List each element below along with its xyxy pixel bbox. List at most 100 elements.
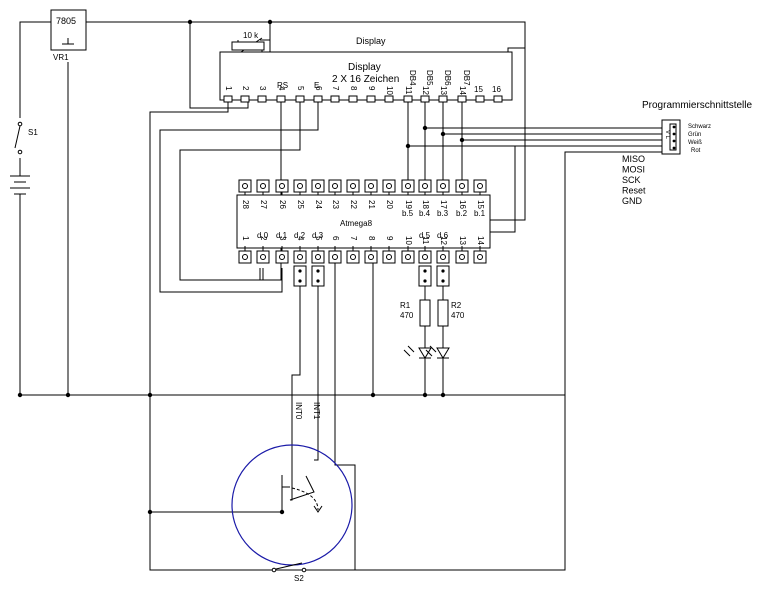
display-title: Display (356, 36, 386, 46)
mcu-top-pin-number: 16 (458, 200, 467, 209)
display-subtitle: 2 X 16 Zeichen (332, 74, 399, 85)
mcu-top-screw (315, 183, 321, 189)
mcu-top-terminals (238, 179, 487, 197)
connector-pin (672, 132, 676, 136)
mcu-bottom-pin-number: 2 (259, 236, 268, 241)
programmer-interface: Programmierschnittstelle V L SchwarzGrün… (622, 100, 752, 206)
mcu-bottom-screw (297, 254, 303, 260)
mcu-bottom-pin-number: 5 (314, 236, 323, 241)
display-pin-pad (438, 95, 448, 103)
voltage-regulator: 7805 VR1 (50, 9, 87, 62)
mcu-port-label: d.2 (294, 231, 306, 240)
programmer-signal: MISO (622, 154, 645, 164)
rotation-arrow-icon (313, 505, 323, 513)
wire-color-label: Schwarz (688, 124, 711, 130)
mcu-bottom-pin-number: 8 (367, 236, 376, 241)
mcu-top-screw (440, 183, 446, 189)
mcu-bottom-screw (279, 254, 285, 260)
display-pin-pad (420, 95, 430, 103)
mcu-port-label: b.1 (474, 209, 486, 218)
r1-ref: R1 (400, 301, 411, 310)
r2-value: 470 (451, 311, 465, 320)
regulator-ref: VR1 (53, 53, 69, 62)
display-pin-pad (348, 95, 358, 103)
mcu-top-pin-number: 26 (278, 200, 287, 209)
mcu-bottom-screw (260, 254, 266, 260)
mcu-top-pin-number: 27 (259, 200, 268, 209)
display-pin-pad (457, 95, 467, 103)
display-pin-pad (276, 95, 286, 103)
display-pin-pad (240, 95, 250, 103)
display-signal-label: RS (277, 81, 288, 90)
mcu-port-label: d.3 (312, 231, 324, 240)
mcu-bottom-pin-number: 1 (241, 236, 250, 241)
mcu-port-label: d.6 (437, 231, 449, 240)
display-pin-pad (313, 95, 323, 103)
mcu-top-screw (260, 183, 266, 189)
display-pin-number: 16 (492, 85, 501, 94)
programmer-signal: SCK (622, 175, 641, 185)
mcu-top-pin-number: 24 (314, 200, 323, 209)
display-pin-number: 12 (421, 86, 430, 95)
display-pin-number: 4 (277, 86, 286, 91)
mcu-top-screw (386, 183, 392, 189)
display-pin-number: 9 (367, 86, 376, 91)
mcu-bottom-screw (459, 254, 465, 260)
mcu-port-label: d.5 (419, 231, 431, 240)
resistor-r1: R1 470 (400, 299, 431, 327)
mcu-bottom-pin-number: 6 (331, 236, 340, 241)
display-signal-label: E (314, 81, 319, 90)
display-pin-number: 2 (241, 86, 250, 91)
mcu-bottom-screw (350, 254, 356, 260)
display-inner-title: Display (348, 62, 381, 73)
regulator-part: 7805 (56, 16, 76, 26)
programmer-signal: GND (622, 196, 643, 206)
display-pin-number: 14 (458, 86, 467, 95)
mcu-top-screw (242, 183, 248, 189)
mcu-bottom-pin-number: 9 (385, 236, 394, 241)
display-pin-pad (493, 95, 503, 103)
display-pin-number: 8 (349, 86, 358, 91)
display-signal-label: DB4 (408, 70, 417, 86)
mcu-bottom-terminals (238, 246, 487, 264)
display-pin-number: 11 (404, 86, 413, 95)
mcu-top-screw (459, 183, 465, 189)
display-pin-pad (475, 95, 485, 103)
mcu-bottom-pin-number: 14 (476, 236, 485, 245)
mcu-top-screw (297, 183, 303, 189)
mcu-bottom-screw (386, 254, 392, 260)
mcu-bottom-pin-number: 10 (404, 236, 413, 245)
mcu-bottom-pin-number: 12 (439, 236, 448, 245)
int1-label: INT1 (312, 402, 321, 420)
wire-color-label: Grün (688, 132, 701, 138)
display-pin-pad (223, 95, 233, 103)
connector-pin (672, 146, 676, 150)
display-pin-pad (257, 95, 267, 103)
display-pin-number: 3 (258, 86, 267, 91)
connector-pin (672, 125, 676, 129)
mcu-bottom-screw (422, 254, 428, 260)
mcu-top-screw (477, 183, 483, 189)
r2-ref: R2 (451, 301, 462, 310)
mcu-port-label: b.2 (456, 209, 468, 218)
wire-color-label: Weiß (688, 140, 702, 146)
programmer-signal: MOSI (622, 165, 645, 175)
mcu-top-screw (368, 183, 374, 189)
display-pin-number: 7 (331, 86, 340, 91)
mcu-top-screw (279, 183, 285, 189)
mcu-port-label: b.4 (419, 209, 431, 218)
wiring (19, 21, 662, 571)
display-pin-pad (403, 95, 413, 103)
display-pin-pad (295, 95, 305, 103)
programmer-signal: Reset (622, 186, 646, 196)
mcu-name: Atmega8 (340, 219, 373, 228)
mcu-top-pin-number: 20 (385, 200, 394, 209)
mcu-top-screw (332, 183, 338, 189)
